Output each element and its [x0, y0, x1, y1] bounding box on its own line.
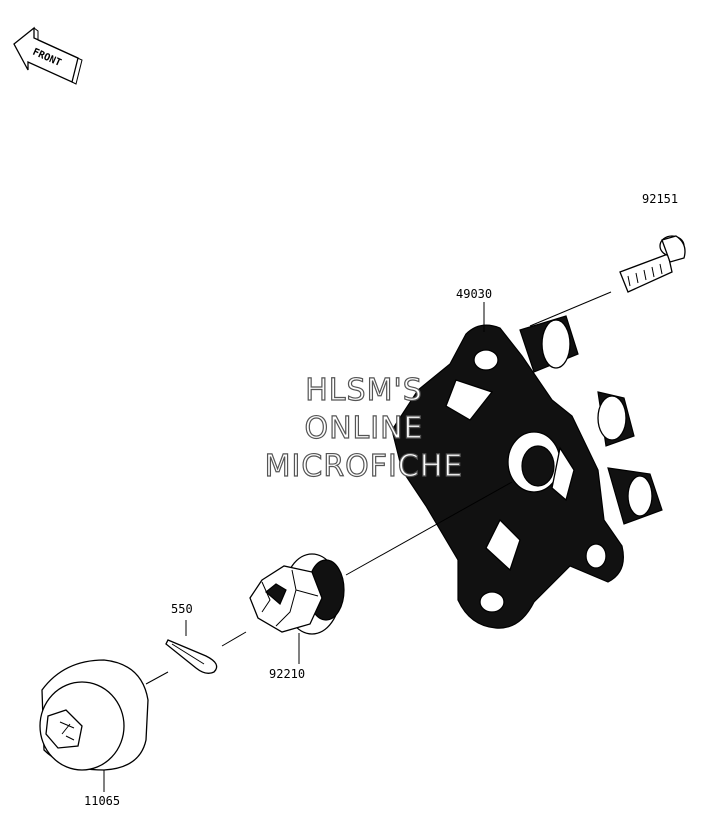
castle-nut-92210 — [249, 481, 513, 664]
watermark-line-1: HLSM'S — [305, 373, 423, 408]
part-number-49030: 49030 — [456, 287, 492, 301]
cotter-pin-550 — [165, 620, 247, 674]
cap-11065 — [39, 659, 169, 792]
part-number-550: 550 — [171, 602, 193, 616]
watermark-line-3: MICROFICHE — [265, 449, 464, 484]
part-number-92210: 92210 — [269, 667, 305, 681]
hub-49030 — [391, 302, 663, 629]
part-number-92151: 92151 — [642, 192, 678, 206]
watermark-line-2: ONLINE — [304, 411, 423, 446]
front-arrow-icon: FRONT — [13, 26, 83, 85]
bolt-92151 — [529, 235, 686, 327]
part-number-11065: 11065 — [84, 794, 120, 808]
